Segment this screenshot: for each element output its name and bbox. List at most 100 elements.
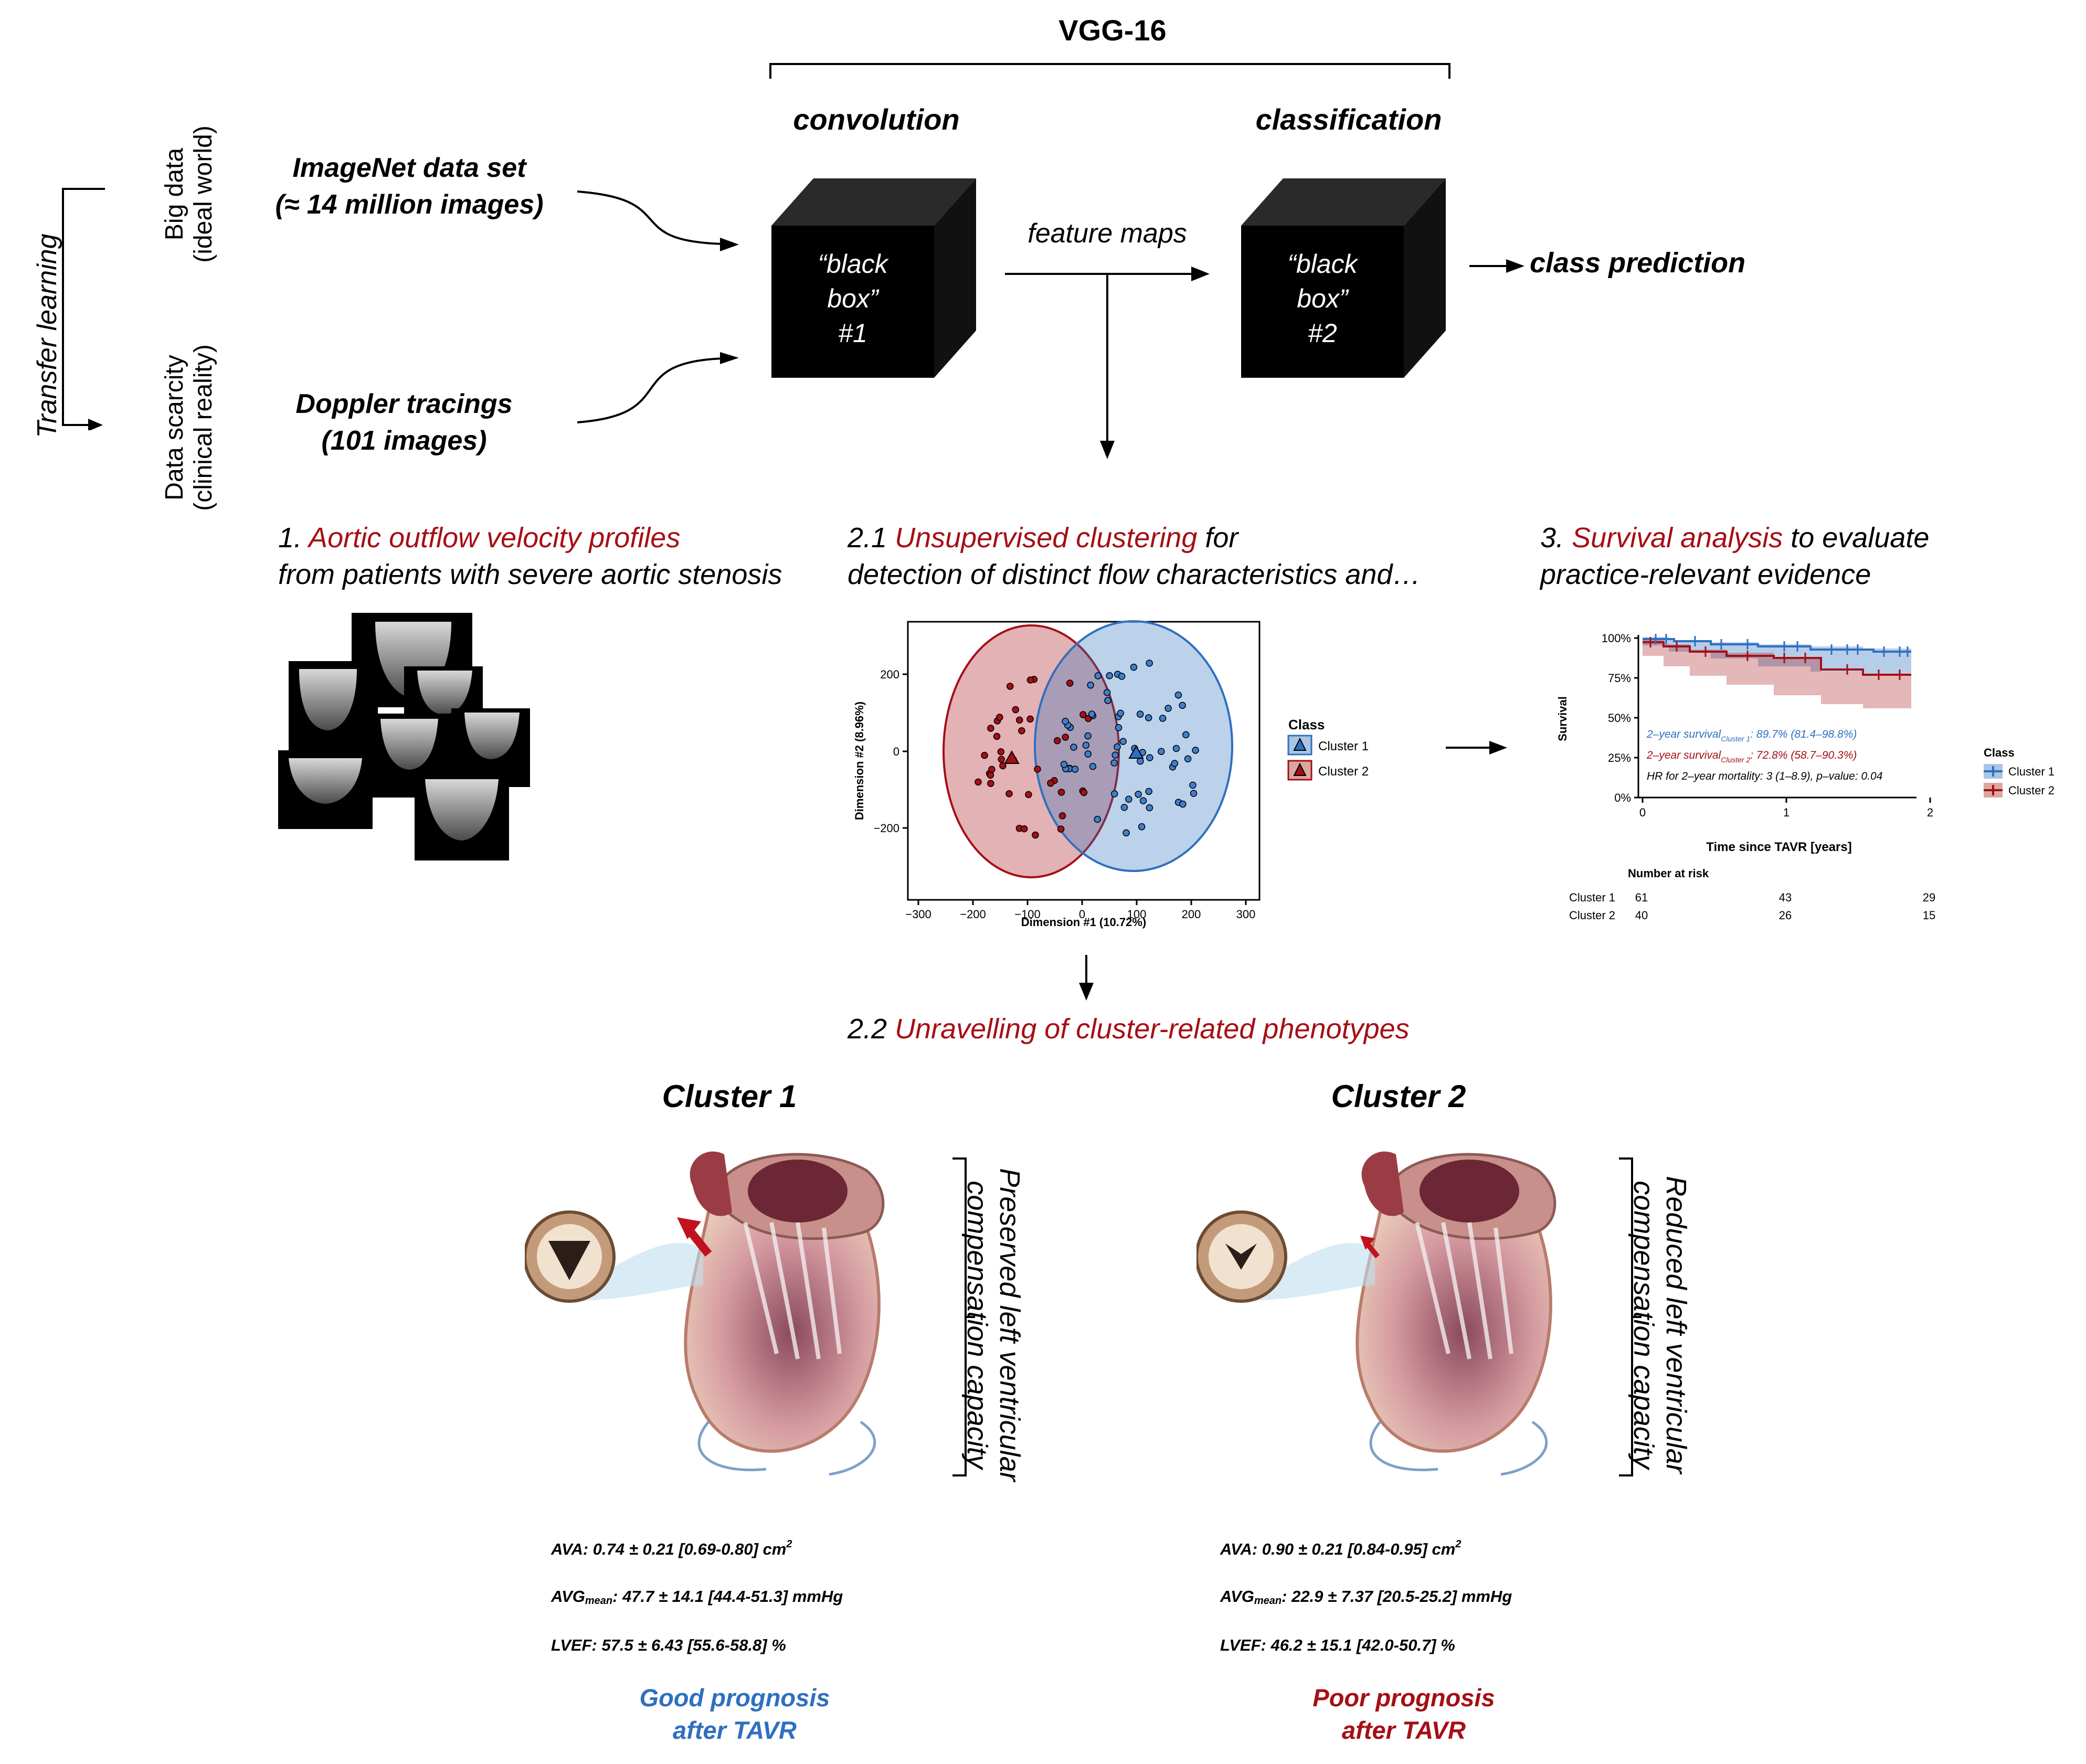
scatter-legend-label-1: Cluster 1	[1318, 739, 1369, 753]
heart-illustration-cluster2	[1196, 1151, 1556, 1476]
step1-line2: from patients with severe aortic stenosi…	[278, 559, 782, 590]
doppler-line2: (101 images)	[321, 426, 487, 456]
cluster1-lvef: LVEF: 57.5 ± 6.43 [55.6-58.8] %	[551, 1636, 786, 1654]
scatter-xtick-label: −300	[905, 908, 931, 921]
km-ytick-label: 100%	[1602, 632, 1631, 645]
cluster1-prognosis-line2: after TAVR	[673, 1716, 797, 1744]
step22-number: 2.2	[848, 1013, 887, 1045]
cluster1-point	[1130, 663, 1138, 671]
risk-row-1-v2: 29	[1923, 891, 1935, 904]
heart-illustration-cluster1	[525, 1151, 885, 1476]
cluster1-bracket-label: Preserved left ventricular compensation …	[958, 1167, 1026, 1482]
black-box-1-line3: #1	[838, 318, 867, 348]
cluster1-ava: AVA: 0.74 ± 0.21 [0.69-0.80] cm2	[551, 1538, 792, 1558]
cluster1-point	[1119, 738, 1127, 745]
cluster2-point	[1018, 727, 1025, 735]
convolution-label: convolution	[793, 103, 960, 136]
black-box-2-cube	[1241, 178, 1446, 378]
cluster1-point	[1146, 754, 1153, 761]
classification-label: classification	[1255, 103, 1442, 136]
step3-heading: 3. Survival analysis to evaluate practic…	[1540, 519, 1929, 593]
cluster2-point	[975, 778, 982, 786]
cluster1-point	[1110, 790, 1118, 798]
step21-line2: detection of distinct flow characteristi…	[848, 559, 1421, 590]
cluster1-prognosis-line1: Good prognosis	[639, 1684, 830, 1712]
cluster2-bracket-line2: compensation capacity	[1628, 1181, 1659, 1469]
cluster1-bracket-line1: Preserved left ventricular	[994, 1168, 1025, 1482]
risk-table-title: Number at risk	[1628, 867, 1709, 880]
cluster1-point	[1111, 751, 1119, 759]
cluster2-point	[1020, 825, 1028, 833]
step1-number: 1.	[278, 522, 302, 554]
cluster1-point	[1145, 788, 1152, 795]
cluster1-bracket	[952, 1157, 975, 1476]
step21-rest: for	[1205, 522, 1238, 554]
cluster1-point	[1087, 682, 1094, 689]
class-prediction-label: class prediction	[1530, 247, 1746, 279]
doppler-tracings-montage	[278, 613, 530, 860]
cluster1-prognosis: Good prognosis after TAVR	[577, 1682, 892, 1747]
cluster2-prognosis-line2: after TAVR	[1342, 1716, 1466, 1744]
cluster2-point	[1062, 734, 1069, 741]
imagenet-line2: (≈ 14 million images)	[275, 189, 544, 220]
cluster2-survival-curve	[1643, 641, 1911, 676]
risk-row-2-v1: 26	[1779, 909, 1792, 922]
doppler-label: Doppler tracings (101 images)	[257, 386, 551, 459]
cluster1-point	[1060, 761, 1068, 768]
km-ytick-label: 75%	[1608, 672, 1631, 685]
cluster1-point	[1139, 797, 1147, 804]
cluster1-point	[1190, 790, 1198, 797]
cluster1-point	[1118, 673, 1126, 680]
cluster2-point	[988, 766, 996, 773]
cluster2-point	[993, 732, 1001, 740]
cluster1-title: Cluster 1	[662, 1079, 797, 1114]
cluster1-point	[1135, 791, 1142, 798]
cluster1-point	[1138, 823, 1146, 831]
km-legend-label-1: Cluster 1	[2008, 765, 2055, 778]
cluster1-point	[1125, 795, 1132, 803]
km-xtick-label: 0	[1639, 806, 1646, 819]
step22-heading: 2.2 Unravelling of cluster-related pheno…	[848, 1013, 1410, 1045]
scatter-ylabel: Dimension #2 (8.96%)	[853, 702, 866, 820]
km-annotation-cluster1: 2–year survivalCluster 1: 89.7% (81.4–98…	[1646, 728, 1857, 743]
cluster2-bracket	[1619, 1157, 1642, 1476]
cluster1-point	[1174, 691, 1182, 699]
cluster2-point	[1057, 789, 1065, 796]
step3-line2: practice-relevant evidence	[1540, 559, 1871, 590]
cluster1-bracket-line2: compensation capacity	[961, 1181, 993, 1469]
cluster2-point	[1026, 715, 1034, 723]
scatter-legend-marker-2	[1293, 762, 1307, 776]
cluster1-point	[1159, 715, 1167, 722]
cluster1-point	[1120, 804, 1128, 811]
input-arrows	[577, 190, 1524, 459]
cluster2-point	[1007, 683, 1014, 690]
risk-row-1-v1: 43	[1779, 891, 1792, 904]
km-xlabel: Time since TAVR [years]	[1706, 840, 1851, 854]
cluster2-point	[981, 751, 988, 759]
imagenet-label: ImageNet data set (≈ 14 million images)	[247, 150, 572, 223]
cluster1-point	[1182, 731, 1190, 739]
cluster2-point	[997, 748, 1005, 756]
step22-highlight: Unravelling of cluster-related phenotype…	[895, 1013, 1410, 1045]
cluster1-point	[1088, 710, 1096, 718]
black-box-2-line2: box”	[1297, 284, 1348, 313]
cluster1-point	[1115, 724, 1123, 731]
cluster2-point	[1026, 676, 1034, 684]
cluster1-ci-band	[1643, 637, 1911, 676]
feature-maps-label: feature maps	[1028, 218, 1187, 249]
cluster1-point	[1114, 743, 1121, 751]
scatter-xtick-label: 100	[1127, 908, 1147, 921]
cluster2-avg: AVGmean: 22.9 ± 7.37 [20.5-25.2] mmHg	[1220, 1587, 1512, 1607]
cluster1-point	[1070, 743, 1077, 751]
cluster1-point	[1123, 829, 1130, 837]
cluster1-avg: AVGmean: 47.7 ± 14.1 [44.4-51.3] mmHg	[551, 1587, 843, 1607]
cluster2-point	[998, 756, 1005, 763]
cluster2-point	[1057, 825, 1065, 833]
cluster1-point	[1158, 748, 1165, 755]
cluster1-point	[1145, 714, 1152, 721]
cluster1-point	[1146, 660, 1153, 667]
cluster1-point	[1179, 800, 1187, 808]
cluster1-point	[1104, 697, 1111, 704]
